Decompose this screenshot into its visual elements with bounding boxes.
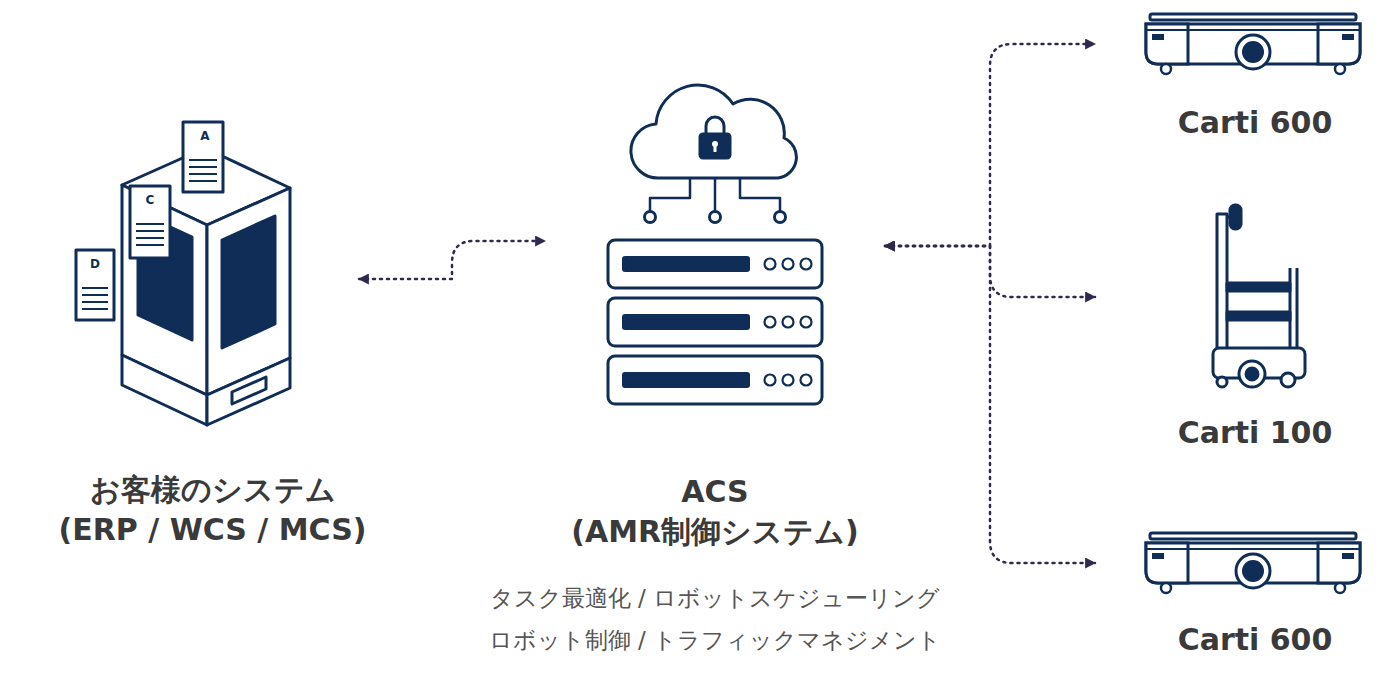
dotted-connector [885, 246, 1095, 563]
carti100-robot [1205, 201, 1311, 393]
cabinet-illustration [72, 118, 304, 430]
robot-node: Carti 100 [1125, 201, 1385, 453]
dotted-connector [359, 241, 545, 279]
robot-node: Carti 600 [1125, 8, 1385, 143]
robot-node: Carti 600 [1125, 527, 1385, 660]
document-letter: D [85, 257, 105, 271]
cloud-server-illustration [600, 70, 830, 412]
carti600-robot [1140, 527, 1365, 599]
customer-system: お客様のシステム(ERP / WCS / MCS) [40, 118, 385, 550]
document-letter: C [140, 193, 160, 207]
acs-system: ACS(AMR制御システム) タスク最適化 / ロボットスケジューリングロボット制… [435, 70, 995, 661]
node-text: タスク最適化 / ロボットスケジューリング [490, 577, 940, 619]
node-title: ACS [681, 472, 748, 512]
document-letter: A [195, 129, 215, 143]
node-title: お客様のシステム [90, 470, 336, 510]
node-title: Carti 600 [1178, 103, 1333, 143]
node-text: (ERP / WCS / MCS) [59, 510, 367, 550]
dotted-connector [885, 44, 1095, 246]
node-title: Carti 600 [1178, 620, 1333, 660]
node-text: (AMR制御システム) [571, 512, 859, 552]
node-text: ロボット制御 / トラフィックマネジメント [489, 619, 941, 661]
carti600-robot [1140, 8, 1365, 80]
node-title: Carti 100 [1178, 413, 1333, 453]
